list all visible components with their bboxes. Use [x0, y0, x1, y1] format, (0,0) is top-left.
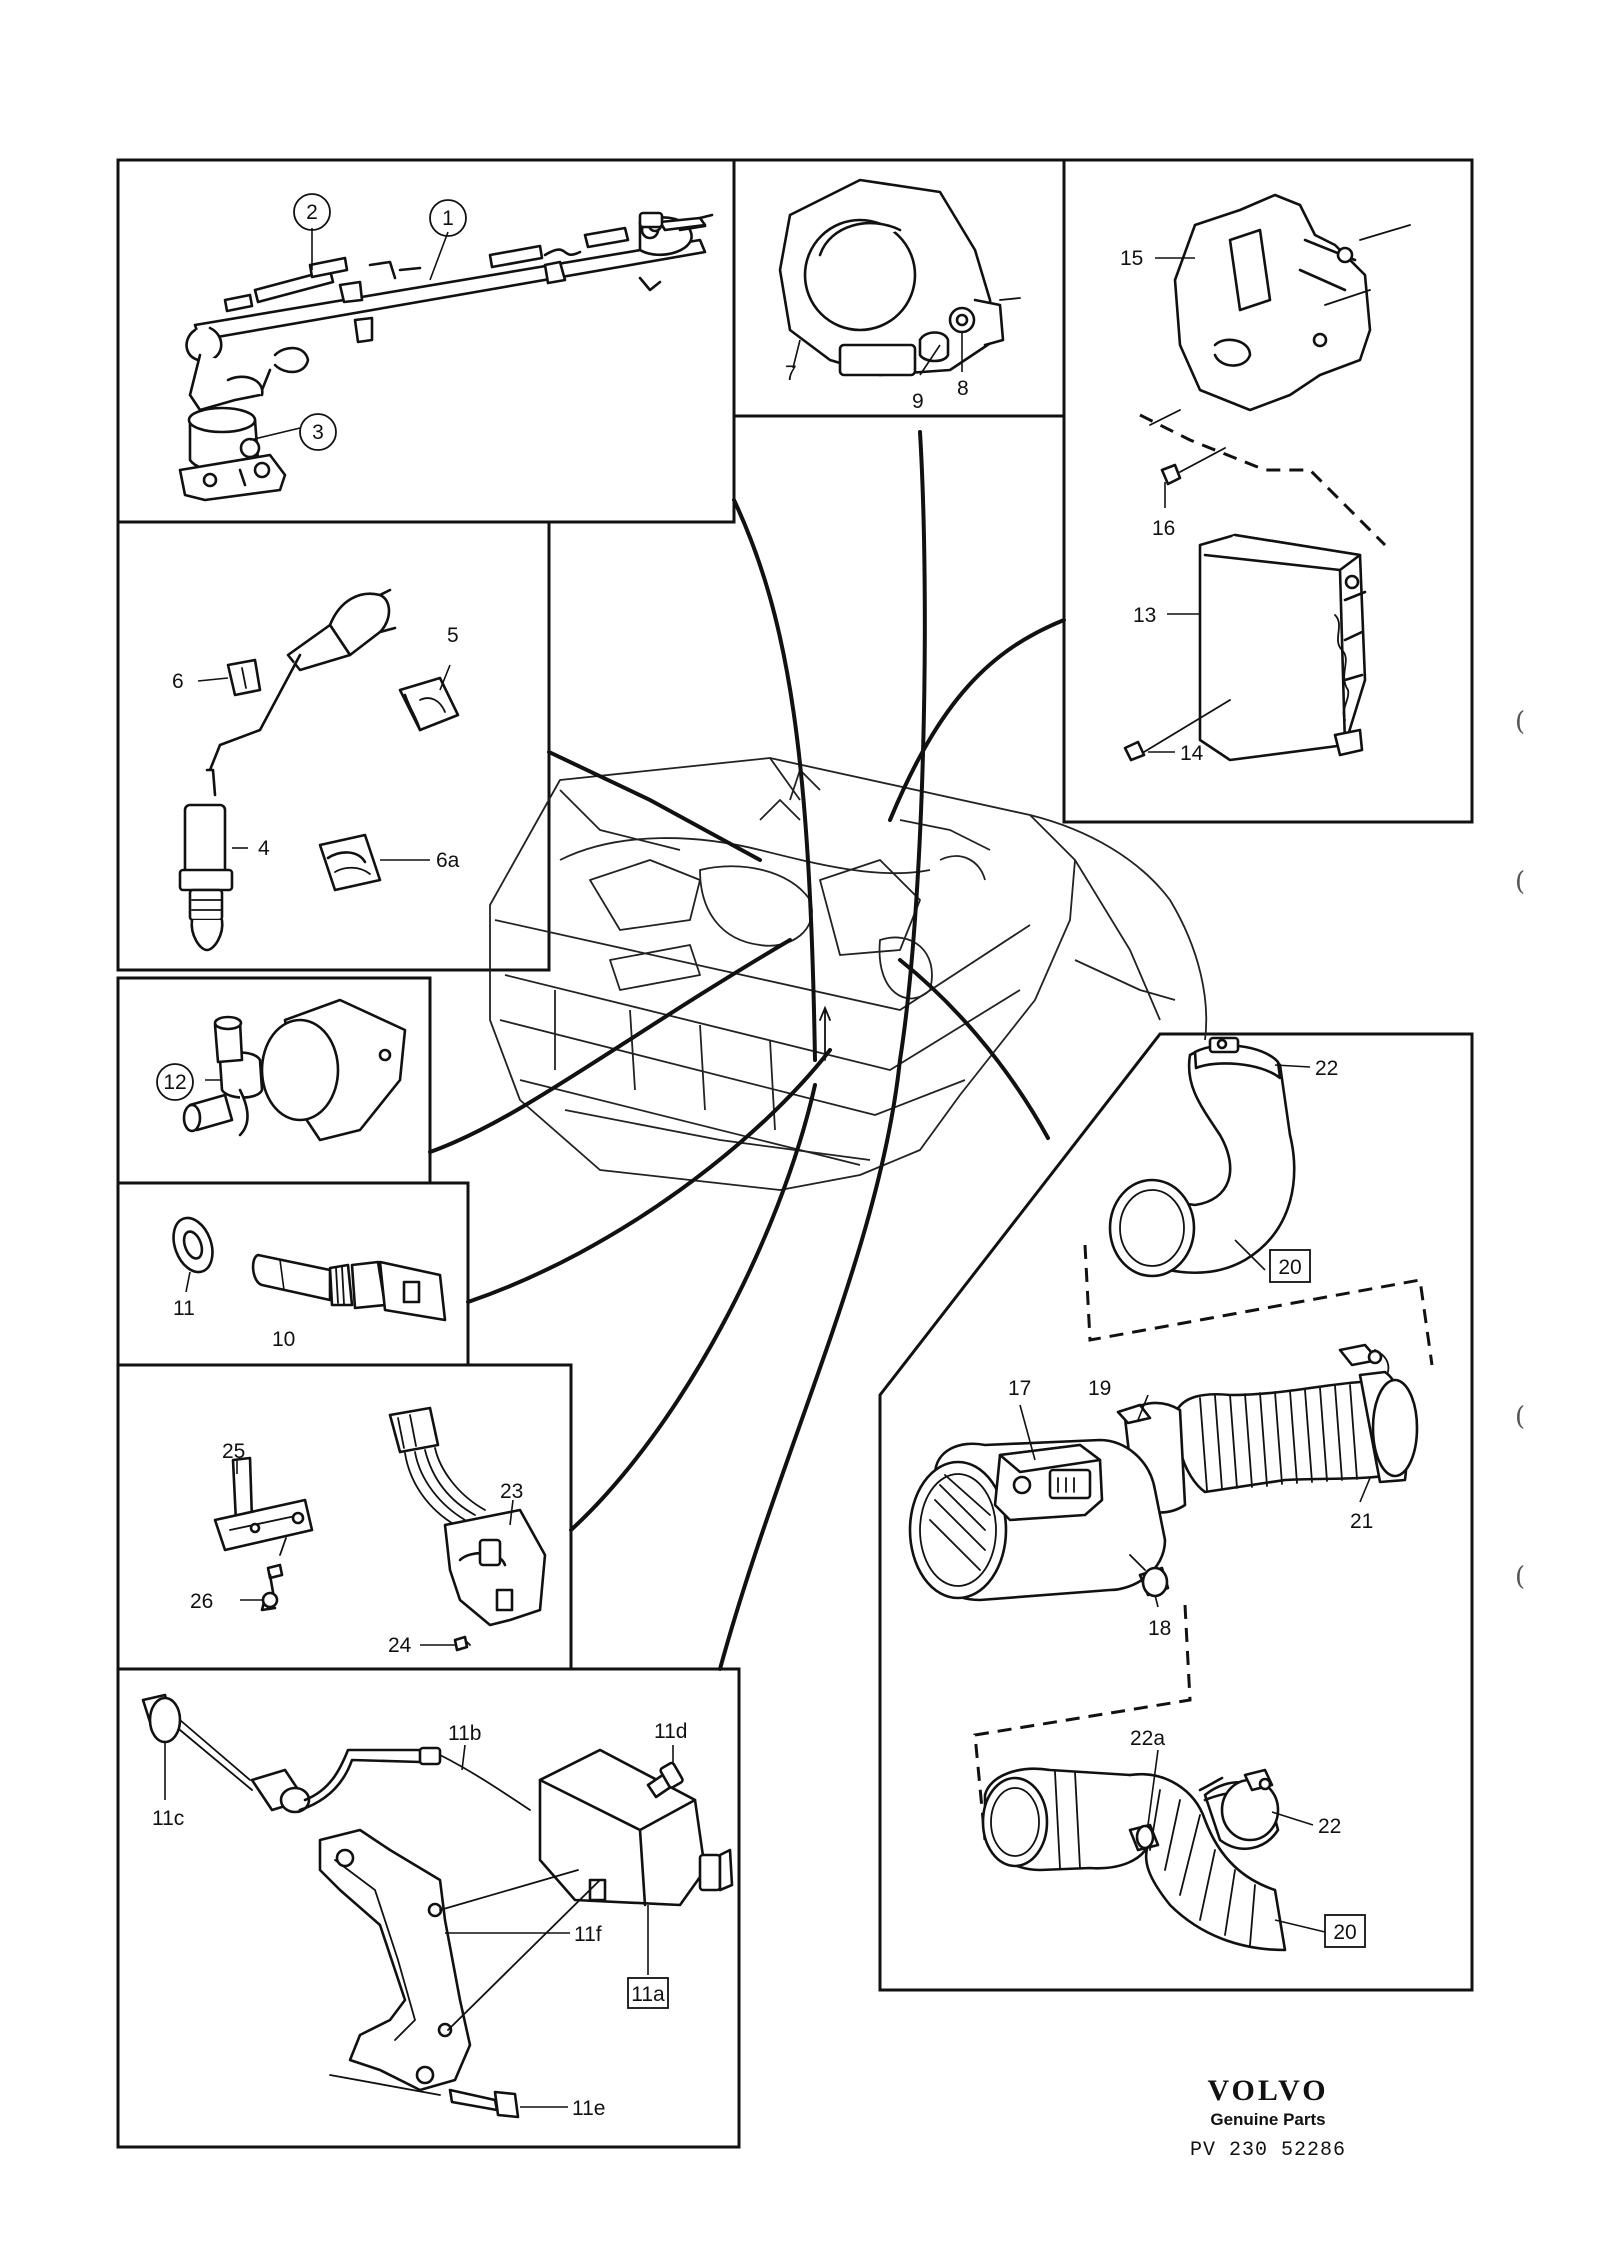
label-21: 21 — [1350, 1510, 1373, 1533]
label-8: 8 — [957, 377, 969, 400]
genuine-parts-tagline: Genuine Parts — [1210, 2110, 1325, 2129]
temperature-sensor — [172, 1216, 447, 1322]
label-12: 12 — [163, 1071, 186, 1094]
label-13: 13 — [1133, 604, 1156, 627]
throttle-switch — [778, 178, 1021, 377]
label-7: 7 — [785, 362, 797, 385]
control-unit — [1123, 193, 1411, 762]
idle-air-valve — [182, 998, 407, 1142]
part-labels: 1 2 3 4 5 6 6a 7 8 9 12 10 11 15 16 13 1… — [152, 193, 1373, 2120]
label-23: 23 — [500, 1480, 523, 1503]
ignition-control-unit — [141, 1693, 734, 2119]
panel-control-unit — [1062, 158, 1474, 824]
label-box-20-top — [1269, 1249, 1311, 1283]
margin-marks: ( ( ( ( — [1515, 707, 1525, 1592]
label-4: 4 — [258, 837, 270, 860]
label-11d: 11d — [654, 1720, 687, 1743]
margin-mark: ( — [1515, 867, 1525, 897]
label-17: 17 — [1008, 1377, 1031, 1400]
label-14: 14 — [1180, 742, 1204, 765]
label-11c: 11c — [152, 1807, 184, 1830]
label-19: 19 — [1088, 1377, 1111, 1400]
connector-lines — [428, 430, 1066, 1671]
label-20-top: 20 — [1278, 1256, 1301, 1279]
panel-frames — [116, 158, 1474, 2149]
panel-air-intake — [878, 1032, 1474, 1992]
label-2: 2 — [306, 201, 318, 224]
label-circle-1 — [429, 199, 467, 237]
label-5: 5 — [447, 624, 459, 647]
label-25: 25 — [222, 1440, 245, 1463]
label-6: 6 — [172, 670, 184, 693]
label-24: 24 — [388, 1634, 412, 1657]
label-box-20-bottom — [1324, 1914, 1366, 1948]
lambda-sensor — [178, 588, 460, 952]
label-1: 1 — [442, 207, 454, 230]
panel-ignition-unit — [116, 1667, 741, 2149]
label-9: 9 — [912, 390, 924, 413]
label-16: 16 — [1152, 517, 1175, 540]
label-22-bottom: 22 — [1318, 1815, 1341, 1838]
panel-lambda-sensor — [116, 520, 551, 972]
label-11f: 11f — [574, 1923, 602, 1946]
label-circle-12 — [156, 1063, 194, 1101]
label-box-11a — [627, 1977, 669, 2009]
label-26: 26 — [190, 1590, 213, 1613]
label-11a: 11a — [631, 1983, 665, 2006]
label-20-bottom: 20 — [1333, 1921, 1356, 1944]
label-3: 3 — [312, 421, 324, 444]
brand-footer: VOLVO Genuine Parts PV 230 52286 — [1190, 2074, 1346, 2162]
label-18: 18 — [1148, 1617, 1171, 1640]
relay-bracket — [213, 1406, 547, 1652]
margin-mark: ( — [1515, 707, 1525, 737]
label-circle-3 — [299, 413, 337, 451]
margin-mark: ( — [1515, 1402, 1525, 1432]
air-intake-assembly — [908, 1036, 1434, 1952]
label-22a: 22a — [1130, 1727, 1165, 1750]
volvo-logo: VOLVO — [1207, 2074, 1328, 2107]
label-11: 11 — [173, 1297, 195, 1320]
label-6a: 6a — [436, 849, 460, 872]
label-11b: 11b — [448, 1722, 481, 1745]
car-engine-bay — [489, 757, 1208, 1191]
label-circle-2 — [293, 193, 331, 231]
publication-reference: PV 230 52286 — [1190, 2139, 1346, 2162]
label-15: 15 — [1120, 247, 1143, 270]
label-22-top: 22 — [1315, 1057, 1338, 1080]
label-11e: 11e — [572, 2097, 605, 2120]
fuel-injector-rail — [178, 211, 714, 502]
leader-lines — [164, 228, 1371, 2108]
margin-mark: ( — [1515, 1562, 1525, 1592]
label-10: 10 — [272, 1328, 295, 1351]
